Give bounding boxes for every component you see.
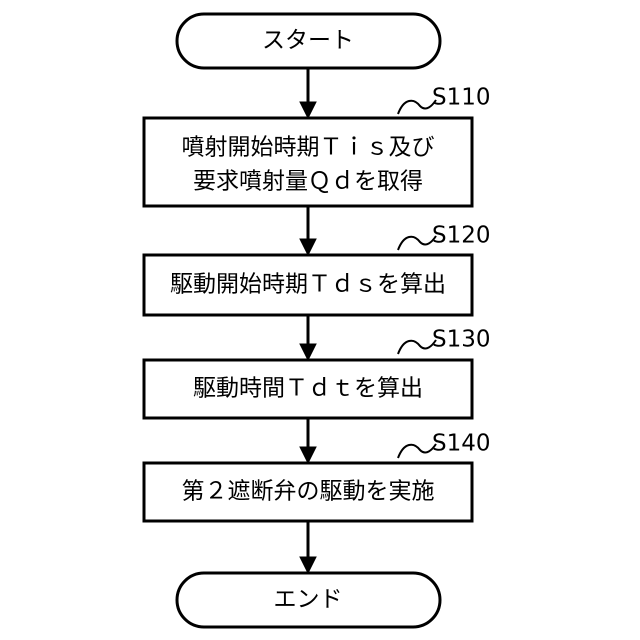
step-s130-id: S130	[432, 327, 491, 353]
step-s140-label: 第２遮断弁の駆動を実施	[182, 479, 435, 505]
end-node: エンド	[177, 573, 440, 627]
step-s120: 駆動開始時期Ｔｄｓを算出 S120	[144, 223, 491, 316]
connector-s140-end	[300, 521, 316, 573]
connector-s110-s120	[300, 206, 316, 255]
step-s120-id: S120	[432, 223, 491, 249]
step-s140: 第２遮断弁の駆動を実施 S140	[144, 431, 491, 522]
connector-s130-s140	[300, 418, 316, 463]
step-s110-line-2: 要求噴射量Ｑｄを取得	[193, 169, 423, 195]
step-s140-id: S140	[432, 431, 491, 457]
step-s120-leader	[398, 236, 436, 250]
step-s130-leader	[398, 340, 436, 354]
step-s110-id: S110	[432, 85, 491, 111]
step-s110-leader	[398, 100, 436, 114]
step-s110: 噴射開始時期Ｔｉｓ及び 要求噴射量Ｑｄを取得 S110	[144, 85, 491, 207]
step-s140-leader	[398, 444, 436, 458]
step-s130: 駆動時間Ｔｄｔを算出 S130	[144, 327, 491, 419]
start-label: スタート	[262, 28, 354, 54]
step-s110-line-1: 噴射開始時期Ｔｉｓ及び	[182, 135, 435, 161]
start-node: スタート	[177, 14, 440, 68]
connector-start-s110	[300, 68, 316, 118]
step-s130-label: 駆動時間Ｔｄｔを算出	[193, 376, 423, 402]
end-label: エンド	[274, 587, 343, 613]
step-s120-label: 駆動開始時期Ｔｄｓを算出	[170, 272, 446, 298]
connector-s120-s130	[300, 315, 316, 360]
